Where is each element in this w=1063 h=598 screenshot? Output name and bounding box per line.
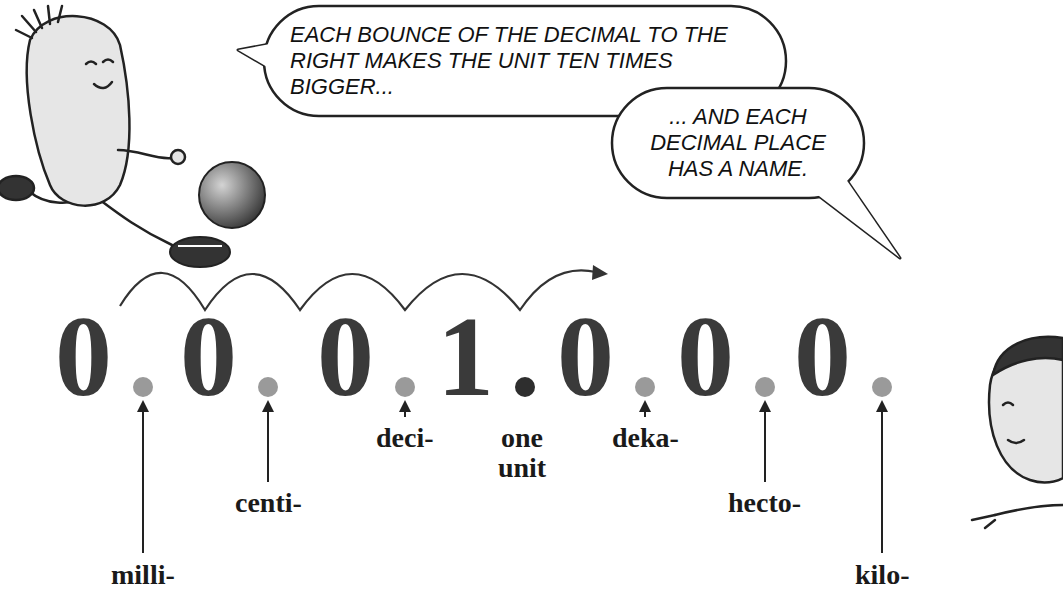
place-digit: 0 — [317, 300, 374, 414]
decimal-point — [872, 377, 892, 397]
decimal-point — [395, 377, 415, 397]
hand — [171, 150, 185, 164]
eyes — [86, 60, 113, 65]
prefix-label: milli- — [111, 560, 175, 590]
character-head — [27, 16, 130, 206]
prefix-label: deka- — [612, 423, 679, 453]
place-digit: 0 — [557, 300, 614, 414]
prefix-label: centi- — [235, 488, 302, 518]
arrowhead — [592, 265, 608, 280]
back-shoe — [0, 176, 34, 200]
decimal-point — [133, 377, 153, 397]
eye — [1003, 403, 1013, 406]
running-character — [0, 6, 185, 245]
leader-line — [267, 408, 269, 482]
bubble-tail-fill — [802, 166, 900, 258]
smile — [94, 82, 112, 88]
decimal-point — [515, 377, 535, 397]
hair — [16, 6, 62, 38]
arrowhead — [639, 400, 651, 412]
prefix-label: one unit — [482, 423, 562, 483]
arrowhead — [399, 400, 411, 412]
prefix-label: kilo- — [855, 560, 909, 590]
hair — [993, 337, 1063, 375]
arm — [995, 505, 1063, 515]
place-digit: 0 — [55, 300, 112, 414]
leader-line — [764, 408, 766, 482]
decimal-point — [755, 377, 775, 397]
arrowhead — [262, 400, 274, 412]
place-digit: 0 — [794, 300, 851, 414]
leader-line — [142, 408, 144, 553]
place-digit: 1 — [437, 300, 494, 414]
prefix-label: hecto- — [728, 488, 801, 518]
front-leg — [100, 200, 172, 245]
arm — [118, 150, 172, 158]
arrowhead — [137, 400, 149, 412]
arrowhead — [759, 400, 771, 412]
place-digit: 0 — [677, 300, 734, 414]
decimal-point — [635, 377, 655, 397]
decimal-points — [133, 377, 892, 397]
speech-bubble: ... AND EACH DECIMAL PLACE HAS A NAME. — [612, 88, 864, 198]
front-shoe — [170, 237, 230, 267]
mouth — [1008, 440, 1024, 443]
leader-arrows — [143, 408, 882, 553]
bubble-text: ... AND EACH DECIMAL PLACE HAS A NAME. — [638, 104, 838, 182]
decimal-point — [258, 377, 278, 397]
pointing-finger — [972, 515, 995, 528]
bubble-tail-fill — [238, 41, 286, 78]
place-digit: 0 — [180, 300, 237, 414]
bubble-tail — [238, 41, 286, 78]
shoe-stripe — [178, 245, 222, 247]
prefix-label: deci- — [376, 423, 434, 453]
ball — [199, 162, 265, 228]
pointing-character — [972, 337, 1063, 528]
arrowhead — [876, 400, 888, 412]
leader-heads — [137, 400, 888, 412]
leader-line — [881, 408, 883, 553]
